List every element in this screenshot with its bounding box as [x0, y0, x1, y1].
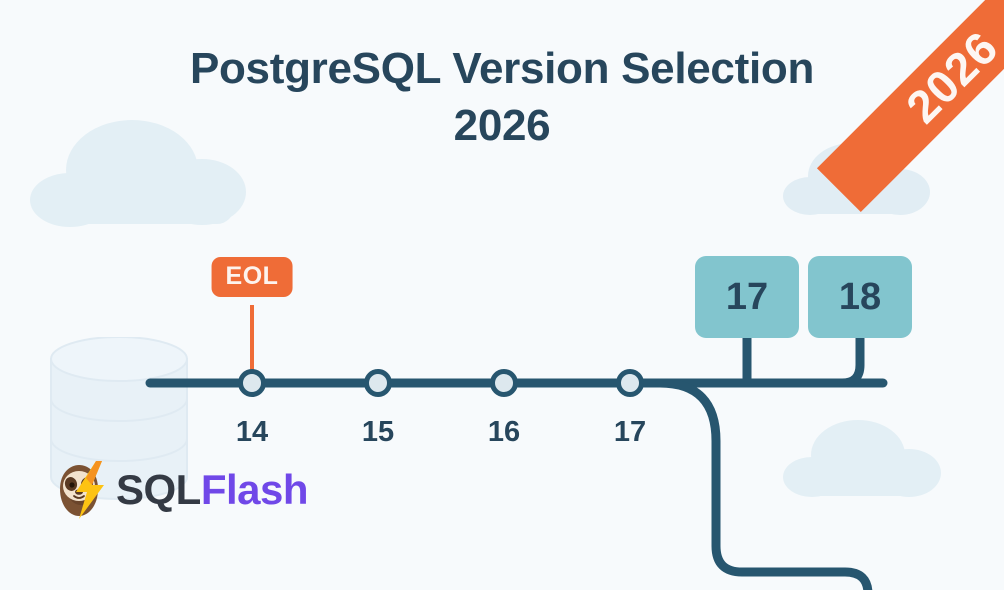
version-card-17[interactable]: 17	[695, 256, 799, 338]
eol-badge[interactable]: EOL	[211, 257, 293, 297]
timeline-node-label-14: 14	[235, 416, 269, 448]
version-card-18-label: 18	[838, 276, 882, 318]
timeline-node-label-16: 16	[487, 416, 521, 448]
timeline-node-label-17: 17	[613, 416, 647, 448]
page-title-line-2: 2026	[453, 101, 551, 151]
timeline-node-17[interactable]	[616, 369, 644, 397]
cloud-decoration-top-left	[22, 118, 262, 228]
eol-badge-label: EOL	[225, 262, 279, 290]
version-card-18[interactable]: 18	[808, 256, 912, 338]
page-title-line-1: PostgreSQL Version Selection	[189, 44, 815, 93]
cloud-decoration-bottom-right	[778, 415, 948, 505]
database-cylinder-decoration	[48, 336, 190, 510]
logo-text-sql: SQL	[116, 466, 201, 513]
timeline-node-label-15: 15	[361, 416, 395, 448]
timeline-node-15[interactable]	[364, 369, 392, 397]
card-18-stem	[837, 325, 865, 388]
sqlflash-logo[interactable]: SQLFlash	[48, 459, 309, 521]
logo-text-flash: Flash	[200, 466, 309, 513]
sqlflash-logo-wordmark: SQLFlash	[116, 466, 309, 513]
sloth-mascot-icon	[48, 459, 110, 521]
timeline-branch-line	[655, 378, 873, 590]
page-title: PostgreSQL Version Selection 2026	[0, 40, 1004, 154]
timeline-node-14[interactable]	[238, 369, 266, 397]
timeline-node-16[interactable]	[490, 369, 518, 397]
version-card-17-label: 17	[725, 276, 769, 318]
